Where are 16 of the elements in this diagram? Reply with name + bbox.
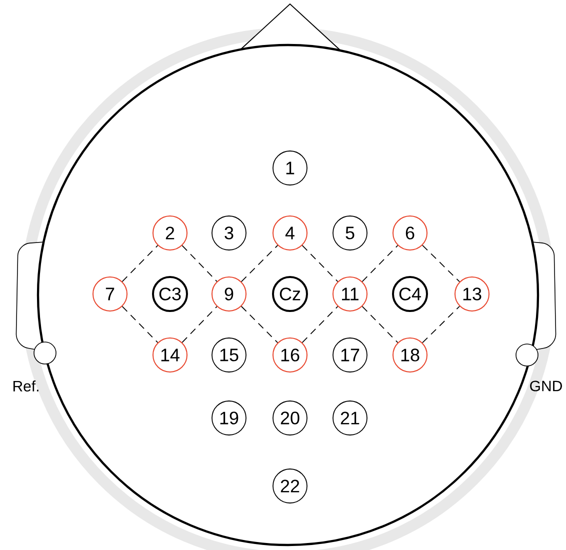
dashed-line: [122, 306, 158, 343]
dashed-line: [362, 306, 398, 343]
dashed-line: [422, 306, 460, 344]
dashed-line: [302, 245, 338, 282]
dashed-line: [122, 245, 158, 282]
dashed-line: [182, 245, 218, 282]
dashed-line: [182, 306, 218, 343]
electrode-label: GND: [530, 380, 562, 392]
dashed-line: [240, 244, 278, 282]
dashed-line: [422, 244, 460, 282]
electrode-circle: [516, 344, 538, 366]
dashed-line: [302, 306, 338, 343]
dashed-line: [362, 245, 398, 282]
electrode-label: Ref.: [13, 380, 38, 392]
electrode-circle: [34, 342, 56, 364]
dashed-line: [240, 306, 278, 344]
